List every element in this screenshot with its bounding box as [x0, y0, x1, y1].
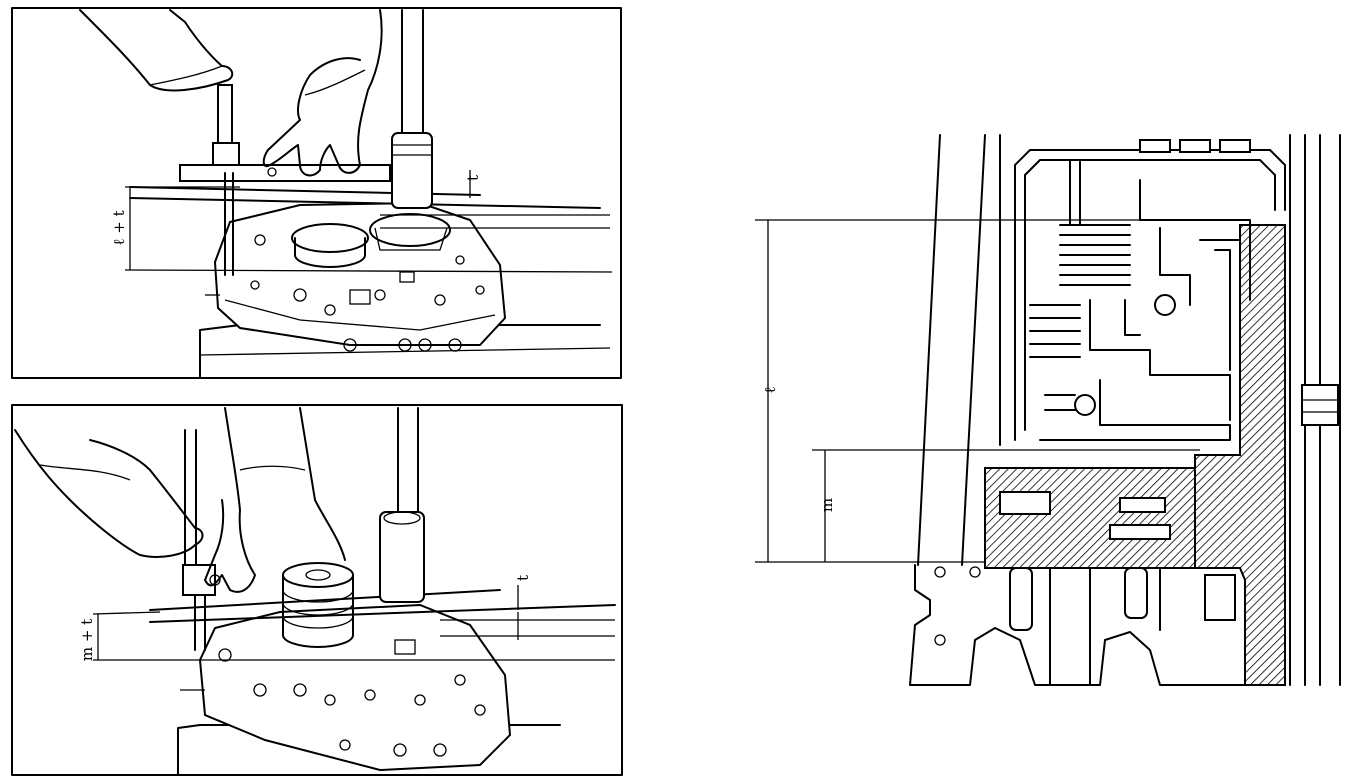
right-hand-top: [262, 9, 383, 177]
rod-top: [391, 9, 433, 209]
dimension-l: [755, 219, 1240, 563]
piston-bottom: [282, 562, 354, 648]
dimension-m: [812, 449, 1200, 562]
top-panel: ℓ + t t: [11, 7, 622, 379]
depth-gauge-bottom: [182, 429, 221, 651]
clutch-plates-lower: [1029, 294, 1176, 416]
bottom-panel: m + t t: [11, 404, 623, 776]
hatched-section: [984, 224, 1286, 686]
straight-edge-top: [129, 186, 610, 229]
dimension-m-plus-t: [92, 585, 615, 661]
straight-edge-bottom: [149, 589, 616, 637]
label-m-plus-t: m + t: [78, 619, 96, 661]
housing-outline: [917, 134, 1341, 686]
right-hand-bottom: [204, 407, 346, 593]
label-t-top: t: [464, 175, 482, 181]
label-l-plus-t: ℓ + t: [110, 210, 128, 245]
lower-housing: [909, 564, 1246, 686]
depth-gauge-top: [179, 84, 391, 276]
top-panel-frame: [11, 7, 622, 379]
bottom-panel-frame: [11, 404, 623, 776]
valve-body-top: [205, 201, 507, 352]
rod-bottom: [379, 407, 425, 603]
left-hand-top: [79, 9, 234, 92]
section-view: ℓ m: [755, 134, 1341, 686]
clutch-plates-upper: [1059, 224, 1131, 286]
dimension-l-plus-t: [124, 170, 613, 273]
piston-top: [291, 213, 451, 268]
left-hand-bottom: [14, 429, 204, 558]
valve-body-bottom: [180, 603, 512, 772]
label-t-bottom: t: [514, 575, 532, 581]
label-l: ℓ: [761, 386, 779, 393]
label-m: m: [818, 498, 836, 512]
output-shaft: [1301, 384, 1339, 426]
